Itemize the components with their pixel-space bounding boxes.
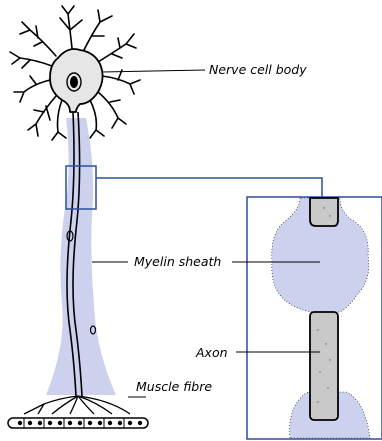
axon-terminals xyxy=(24,396,130,414)
nucleus xyxy=(70,76,78,88)
zoom-connector xyxy=(96,178,322,197)
label-nerve-cell-body: Nerve cell body xyxy=(209,62,307,77)
inset-axon-middle xyxy=(310,312,338,420)
muscle-fibre xyxy=(8,418,148,428)
leader-nerve-cell-body xyxy=(102,70,205,72)
label-axon: Axon xyxy=(195,345,228,360)
label-muscle-fibre: Muscle fibre xyxy=(136,379,212,394)
label-myelin-sheath: Myelin sheath xyxy=(134,254,221,269)
enlarged-inset xyxy=(247,197,382,439)
myelin-sheath xyxy=(46,118,116,395)
inset-axon-upper xyxy=(310,198,338,226)
